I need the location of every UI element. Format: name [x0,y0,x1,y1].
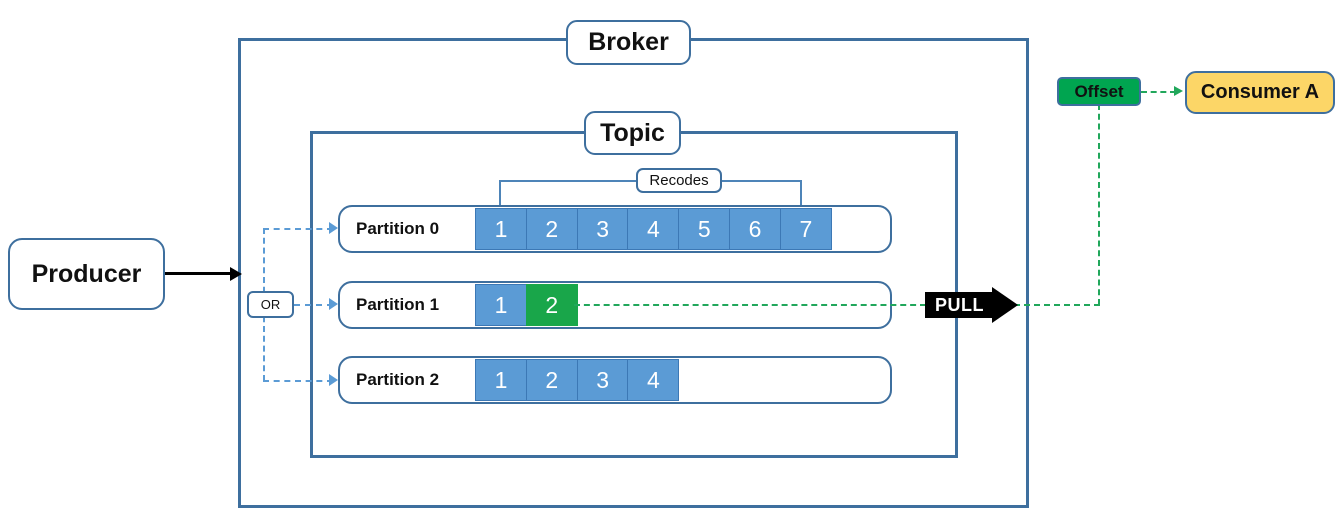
partition-0-label: Partition 0 [356,219,440,238]
topic-frame-top-right [680,131,958,134]
offset-connector-vertical [1098,104,1100,305]
topic-frame-bottom [310,455,958,458]
producer-routing-arrow-partition-2 [329,374,338,386]
offset-badge[interactable]: Offset [1057,77,1141,106]
producer-routing-branch-partition-1 [294,304,333,306]
record-cell-committed[interactable]: 2 [525,284,578,326]
record-cell[interactable]: 7 [779,208,832,250]
pull-label: PULL [935,295,984,315]
record-cell[interactable]: 4 [627,208,680,250]
offset-to-consumer-arrowhead [1174,86,1183,96]
broker-frame-right [1026,38,1029,507]
record-cell[interactable]: 4 [627,359,680,401]
record-cell[interactable]: 3 [576,208,629,250]
producer-to-broker-arrowhead [230,267,242,281]
producer-box[interactable]: Producer [8,238,165,310]
topic-frame-top-left [310,131,584,134]
partition-2-records: 1 2 3 4 [475,359,680,401]
record-cell[interactable]: 1 [475,208,527,250]
partition-2-label: Partition 2 [356,370,440,389]
topic-frame-left [310,131,313,457]
recodes-bracket-right-leg [800,180,802,210]
recodes-bracket-left-run [499,180,637,182]
record-cell[interactable]: 5 [678,208,731,250]
consumer-pull-line-left [574,304,926,306]
pull-arrow-head [992,287,1018,323]
record-cell[interactable]: 2 [525,359,578,401]
record-cell[interactable]: 6 [729,208,782,250]
partition-1-records: 1 2 [475,284,578,326]
recodes-bracket-right-run [721,180,802,182]
broker-frame-top-right [691,38,1029,41]
broker-label: Broker [566,20,691,65]
recodes-bracket-left-leg [499,180,501,210]
producer-routing-arrow-partition-1 [329,298,338,310]
pull-arrow-body: PULL [925,292,992,318]
partition-1-label: Partition 1 [356,295,440,314]
or-label: OR [247,291,294,318]
partition-0-records: 1 2 3 4 5 6 7 [475,208,832,250]
offset-to-consumer-line [1141,91,1176,93]
broker-frame-top-left [238,38,566,41]
recodes-label: Recodes [636,168,722,193]
broker-frame-bottom [238,505,1029,508]
consumer-a-box[interactable]: Consumer A [1185,71,1335,114]
record-cell[interactable]: 1 [475,359,527,401]
producer-routing-arrow-partition-0 [329,222,338,234]
topic-label: Topic [584,111,681,155]
record-cell[interactable]: 1 [475,284,527,326]
producer-routing-branch-partition-2 [263,380,333,382]
producer-routing-branch-partition-0 [263,228,333,230]
record-cell[interactable]: 3 [576,359,629,401]
pull-arrow: PULL [925,287,1018,323]
consumer-pull-line-right [1014,304,1100,306]
producer-to-broker-line [165,272,232,275]
record-cell[interactable]: 2 [525,208,578,250]
